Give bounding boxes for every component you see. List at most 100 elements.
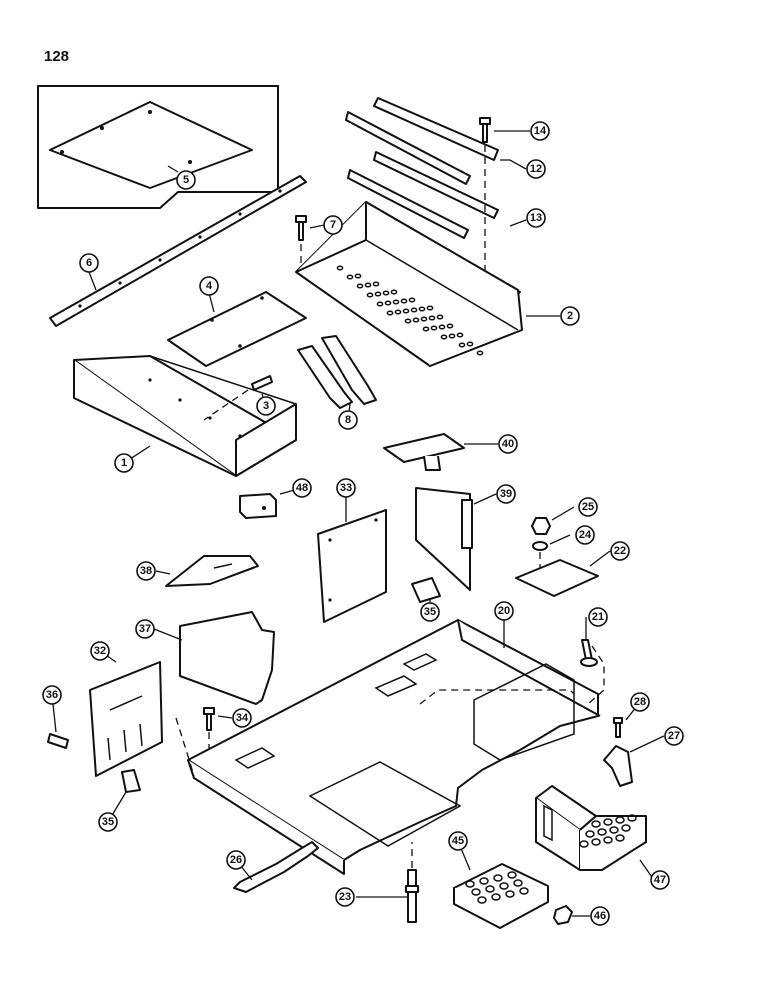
- hole: [493, 874, 503, 882]
- hole: [356, 283, 364, 289]
- hole: [476, 350, 484, 356]
- part-45-holes: [465, 871, 529, 904]
- svg-text:23: 23: [339, 891, 351, 903]
- part-5-plate: [49, 101, 253, 189]
- callout-23: 23: [335, 887, 355, 907]
- svg-text:8: 8: [345, 414, 351, 426]
- hole: [426, 305, 434, 311]
- part-8-brackets: [297, 335, 377, 409]
- part-26-bar: [233, 841, 319, 893]
- callout-2: 2: [560, 306, 580, 326]
- hole: [400, 298, 408, 304]
- hole: [603, 836, 613, 844]
- part-13-strips: [347, 151, 499, 239]
- hole: [615, 816, 625, 824]
- callout-14: 14: [530, 121, 550, 141]
- hole: [420, 316, 428, 322]
- hole: [402, 308, 410, 314]
- part-48-block: [239, 493, 277, 519]
- svg-text:1: 1: [121, 457, 127, 469]
- page-number: 128: [44, 48, 70, 65]
- callout-13: 13: [526, 208, 546, 228]
- svg-text:35: 35: [424, 606, 436, 618]
- part-40-bracket: [383, 433, 465, 471]
- part-38-bracket: [165, 555, 259, 587]
- callout-48: 48: [292, 478, 312, 498]
- part-3-bolt: [251, 375, 273, 391]
- callout-33: 33: [336, 478, 356, 498]
- hole: [603, 818, 613, 826]
- svg-text:25: 25: [582, 501, 594, 513]
- hole: [615, 834, 625, 842]
- hole: [466, 341, 474, 347]
- hole: [364, 282, 372, 288]
- hole: [609, 826, 619, 834]
- hole: [408, 297, 416, 303]
- svg-text:24: 24: [579, 529, 592, 541]
- hole: [513, 879, 523, 887]
- hole: [519, 887, 529, 895]
- svg-text:3: 3: [263, 400, 269, 412]
- svg-text:34: 34: [236, 712, 249, 724]
- hole: [410, 307, 418, 313]
- callout-20: 20: [494, 601, 514, 621]
- svg-text:27: 27: [668, 730, 680, 742]
- svg-text:35: 35: [102, 816, 114, 828]
- callout-47: 47: [650, 870, 670, 890]
- svg-text:12: 12: [530, 163, 542, 175]
- hole: [422, 326, 430, 332]
- hole: [465, 880, 475, 888]
- hole: [491, 893, 501, 901]
- callout-35-lower: 35: [98, 812, 118, 832]
- hole: [438, 324, 446, 330]
- callout-38: 38: [136, 561, 156, 581]
- hole: [448, 333, 456, 339]
- svg-text:20: 20: [498, 605, 510, 617]
- part-25-nut: [531, 517, 551, 535]
- svg-text:5: 5: [183, 174, 189, 186]
- callout-34: 34: [232, 708, 252, 728]
- hole: [597, 828, 607, 836]
- svg-text:46: 46: [594, 910, 606, 922]
- svg-text:7: 7: [330, 219, 336, 231]
- part-37-cover: [179, 611, 275, 705]
- callout-27: 27: [664, 726, 684, 746]
- part-47-holes: [579, 814, 637, 848]
- hole: [446, 323, 454, 329]
- callout-36: 36: [42, 685, 62, 705]
- part-39-plate: [415, 487, 473, 591]
- part-2-holes: [336, 265, 484, 356]
- hole: [621, 824, 631, 832]
- callout-39: 39: [496, 484, 516, 504]
- hole: [336, 265, 344, 271]
- hole: [477, 896, 487, 904]
- callout-40: 40: [498, 434, 518, 454]
- part-27-bracket: [603, 745, 633, 787]
- svg-text:38: 38: [140, 565, 152, 577]
- svg-text:32: 32: [94, 645, 106, 657]
- svg-text:48: 48: [296, 482, 308, 494]
- part-6-strip: [49, 175, 307, 327]
- hole: [627, 814, 637, 822]
- callout-35-upper: 35: [420, 602, 440, 622]
- hole: [579, 840, 589, 848]
- callout-7: 7: [323, 215, 343, 235]
- hole: [366, 292, 374, 298]
- svg-text:28: 28: [634, 696, 646, 708]
- hole: [507, 871, 517, 879]
- callout-6: 6: [79, 253, 99, 273]
- part-1-channel: [73, 355, 297, 477]
- svg-text:39: 39: [500, 488, 512, 500]
- part-14-bolt: [479, 117, 491, 143]
- part-7-bolt: [295, 215, 307, 241]
- svg-text:45: 45: [452, 835, 464, 847]
- svg-text:26: 26: [230, 854, 242, 866]
- callout-3: 3: [256, 396, 276, 416]
- hole: [436, 314, 444, 320]
- part-24-washer: [532, 541, 548, 551]
- svg-text:40: 40: [502, 438, 514, 450]
- hole: [471, 888, 481, 896]
- callout-1: 1: [114, 453, 134, 473]
- callout-26: 26: [226, 850, 246, 870]
